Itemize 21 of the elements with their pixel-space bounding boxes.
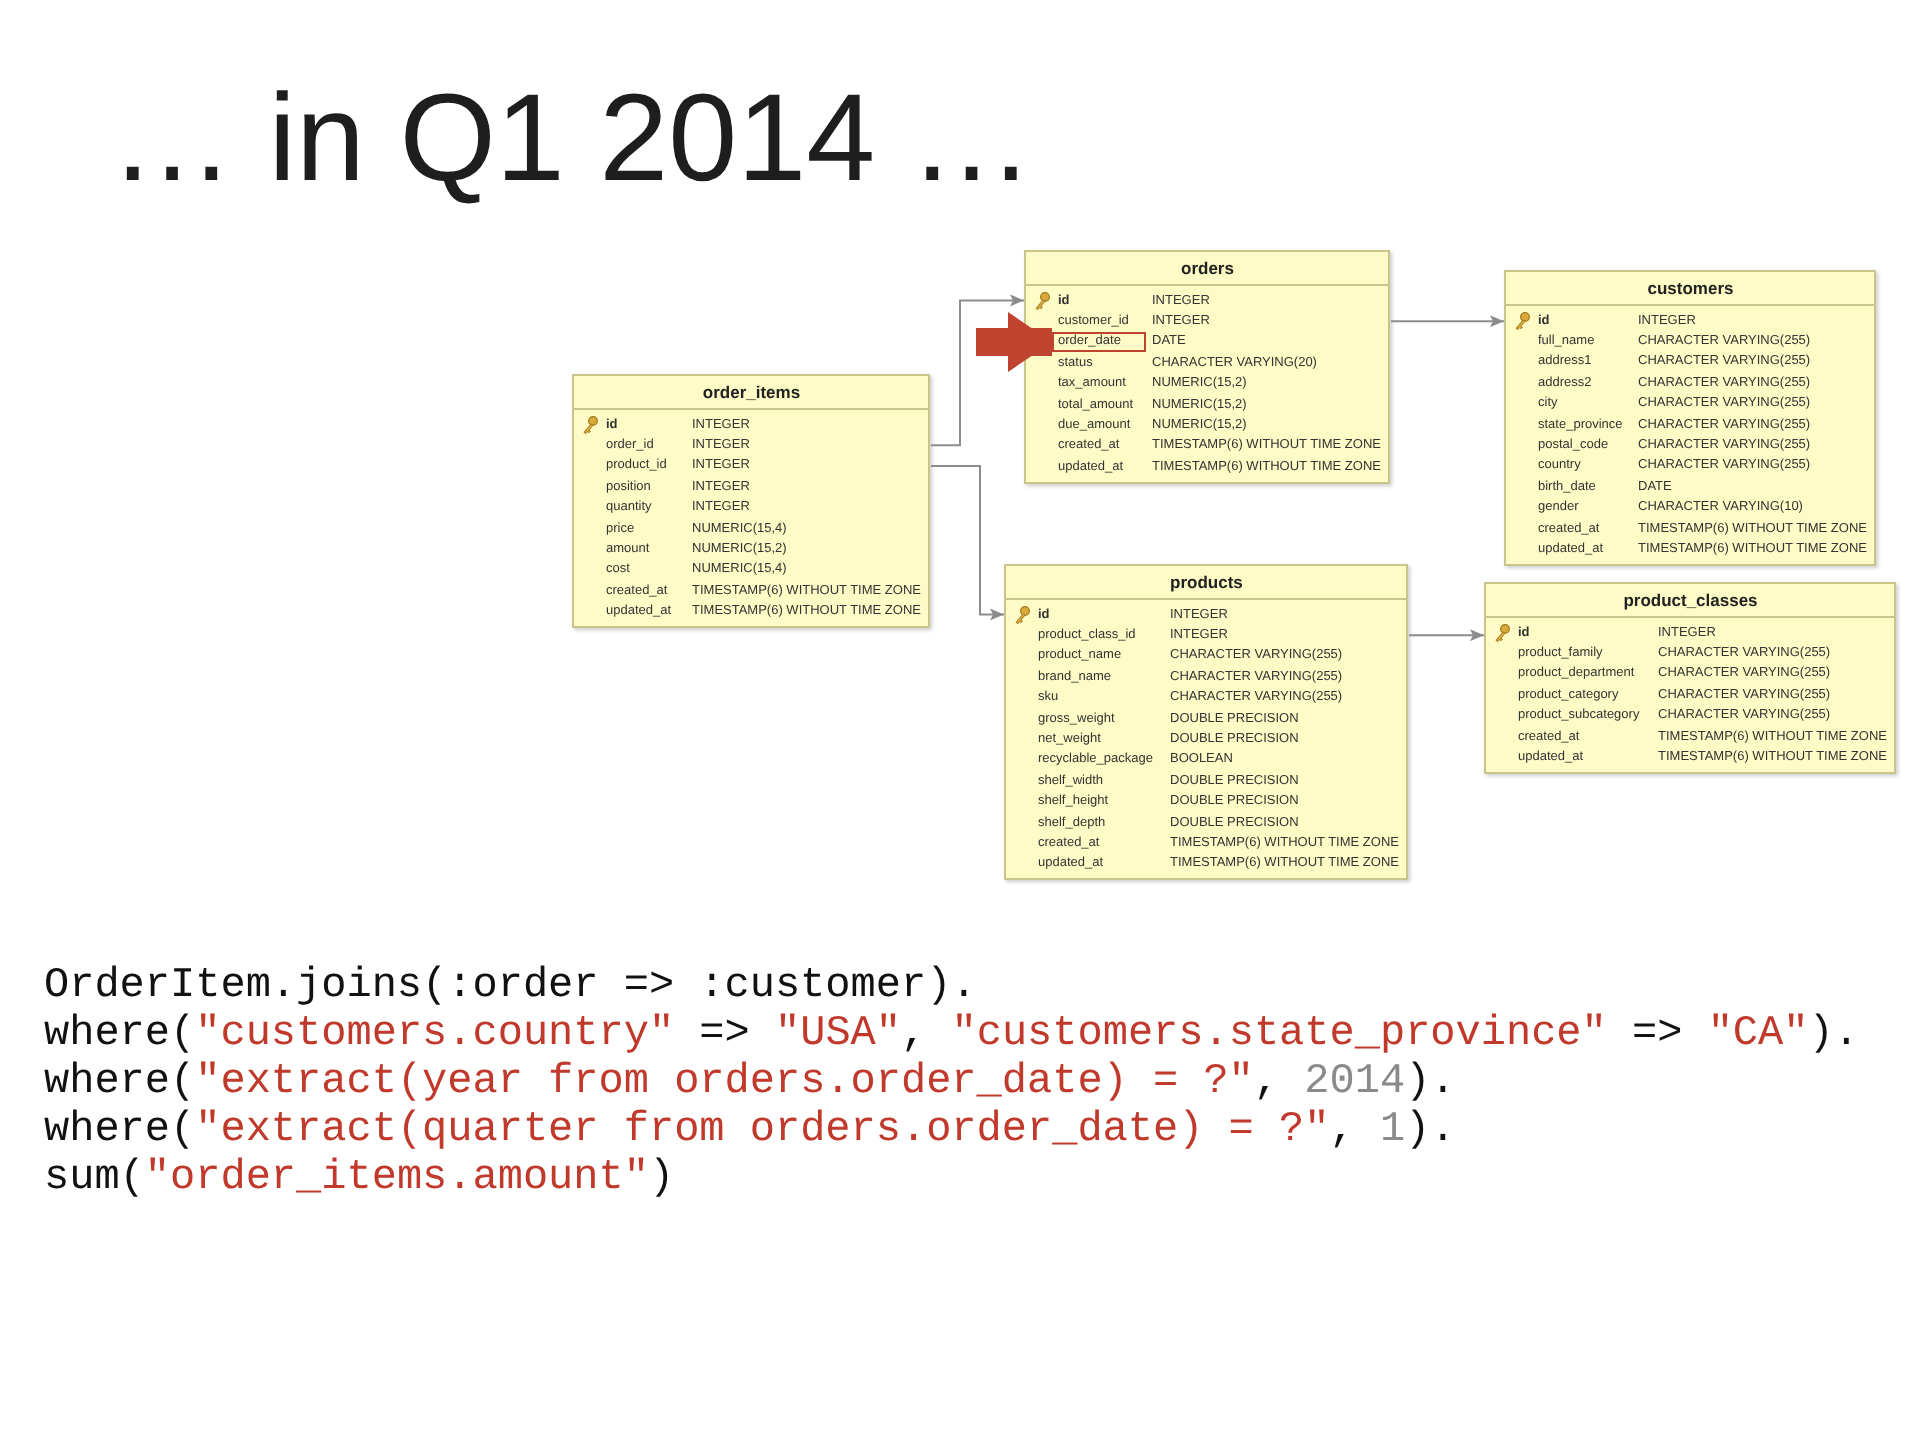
table-name: order_items bbox=[702, 380, 801, 406]
table-box bbox=[1484, 582, 1897, 774]
table-box bbox=[572, 374, 931, 628]
table-name: orders bbox=[1181, 256, 1234, 282]
relationship-arrow bbox=[1407, 629, 1485, 642]
table-box bbox=[1004, 564, 1409, 881]
table-box bbox=[1024, 250, 1391, 484]
code-line: OrderItem.joins(:order => :customer). bbox=[44, 964, 977, 1012]
code-line: where("extract(year from orders.order_date) = ?", 2014). bbox=[44, 1060, 1456, 1108]
table-name: customers bbox=[1647, 276, 1734, 302]
code-line: where("extract(quarter from orders.order_date) = ?", 1). bbox=[44, 1108, 1456, 1156]
table-name: product_classes bbox=[1623, 588, 1758, 614]
relationship-arrow bbox=[929, 464, 1005, 621]
table-box bbox=[1504, 270, 1877, 566]
pointer-arrow bbox=[976, 312, 1052, 372]
code-line: sum("order_items.amount") bbox=[44, 1156, 675, 1204]
title: … in Q1 2014 … bbox=[110, 72, 1034, 209]
code-line: where("customers.country" => "USA", "customers.state_province" => "CA"). bbox=[44, 1012, 1859, 1060]
relationship-arrow bbox=[1389, 315, 1505, 328]
relationship-arrow bbox=[929, 294, 1025, 447]
table-name: products bbox=[1170, 570, 1243, 596]
